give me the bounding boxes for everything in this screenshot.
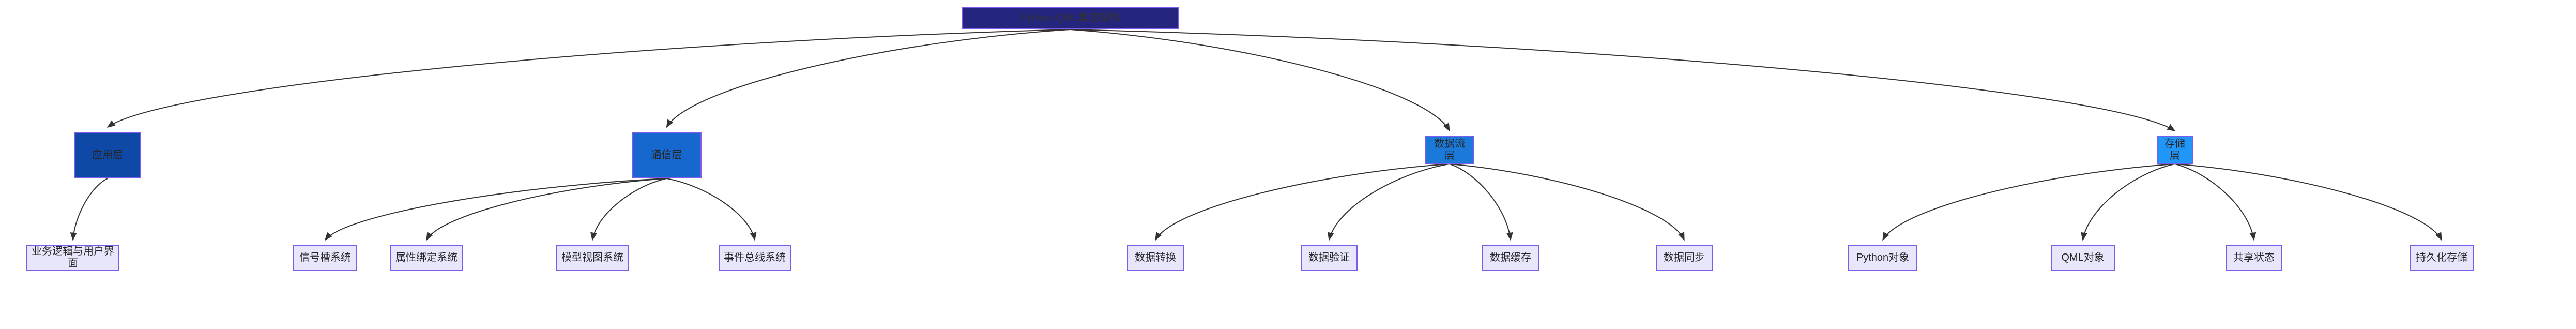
node-label: QML对象 xyxy=(2061,251,2105,263)
edge-root-to-comm xyxy=(666,29,1071,128)
node-root[interactable]: Python-QML集成架构 xyxy=(962,7,1179,29)
node-label: Python-QML集成架构 xyxy=(1020,12,1120,24)
node-l10[interactable]: Python对象 xyxy=(1848,245,1917,271)
node-label: 数据验证 xyxy=(1308,251,1350,263)
edge-store-to-l12 xyxy=(2174,163,2257,241)
edge-comm-to-l2 xyxy=(325,178,667,241)
node-label: 数据流层 xyxy=(1434,138,1465,161)
node-label: 模型视图系统 xyxy=(561,251,623,263)
node-flow[interactable]: 数据流层 xyxy=(1425,136,1474,164)
node-l13[interactable]: 持久化存储 xyxy=(2410,245,2474,271)
node-app[interactable]: 应用层 xyxy=(74,132,141,178)
node-label: 存储层 xyxy=(2165,138,2185,161)
node-label: 业务逻辑与用户界面 xyxy=(32,246,114,269)
edge-comm-to-l5 xyxy=(666,178,757,241)
edge-store-to-l13 xyxy=(2174,163,2442,241)
node-l7[interactable]: 数据验证 xyxy=(1301,245,1358,271)
edge-root-to-flow xyxy=(1070,29,1450,132)
edge-root-to-store xyxy=(1070,29,2176,131)
edge-comm-to-l4 xyxy=(590,178,667,241)
edge-flow-to-l7 xyxy=(1327,163,1450,241)
edge-store-to-l11 xyxy=(2081,163,2175,241)
edge-flow-to-l9 xyxy=(1449,163,1685,241)
node-label: 属性绑定系统 xyxy=(395,251,458,263)
node-label: 应用层 xyxy=(92,149,123,161)
edge-store-to-l10 xyxy=(1882,163,2175,241)
node-l12[interactable]: 共享状态 xyxy=(2226,245,2282,271)
node-label: 数据缓存 xyxy=(1490,251,1531,263)
edge-root-to-app xyxy=(106,29,1071,128)
node-label: 共享状态 xyxy=(2233,251,2275,263)
node-store[interactable]: 存储层 xyxy=(2157,136,2193,164)
node-label: 事件总线系统 xyxy=(724,251,786,263)
node-l9[interactable]: 数据同步 xyxy=(1656,245,1713,271)
node-l3[interactable]: 属性绑定系统 xyxy=(390,245,463,271)
node-l1[interactable]: 业务逻辑与用户界面 xyxy=(26,245,119,271)
node-label: Python对象 xyxy=(1856,251,1910,263)
node-l8[interactable]: 数据缓存 xyxy=(1482,245,1539,271)
node-l11[interactable]: QML对象 xyxy=(2051,245,2115,271)
edge-flow-to-l8 xyxy=(1449,163,1513,241)
node-label: 数据同步 xyxy=(1664,251,1705,263)
node-l5[interactable]: 事件总线系统 xyxy=(719,245,791,271)
node-l4[interactable]: 模型视图系统 xyxy=(556,245,629,271)
node-label: 数据转换 xyxy=(1135,251,1176,263)
edge-comm-to-l3 xyxy=(426,178,667,241)
node-comm[interactable]: 通信层 xyxy=(632,132,702,178)
edge-flow-to-l6 xyxy=(1155,163,1450,241)
node-label: 持久化存储 xyxy=(2416,251,2467,263)
node-l2[interactable]: 信号槽系统 xyxy=(293,245,357,271)
edge-app-to-l1 xyxy=(70,178,108,241)
node-l6[interactable]: 数据转换 xyxy=(1127,245,1184,271)
node-label: 信号槽系统 xyxy=(299,251,351,263)
node-label: 通信层 xyxy=(651,149,682,161)
